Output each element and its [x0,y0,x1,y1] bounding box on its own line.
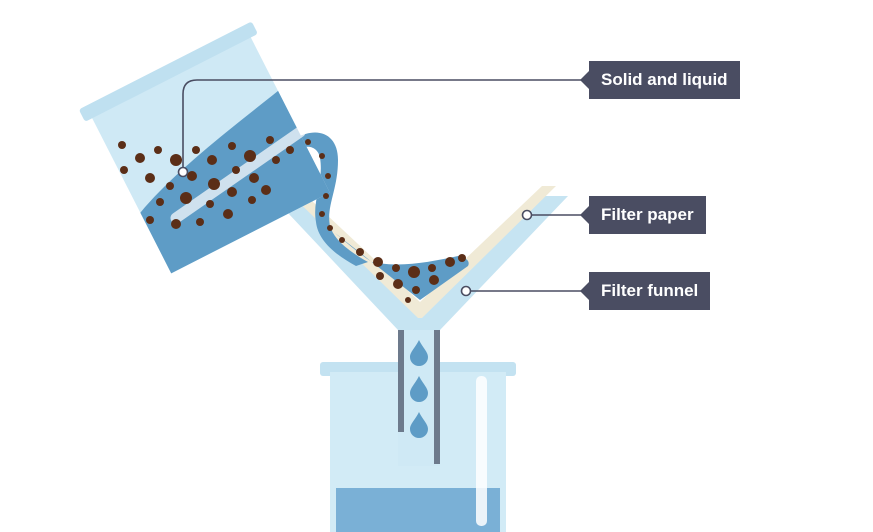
solid-particle [146,216,154,224]
solid-particle [170,154,182,166]
solid-particle [223,209,233,219]
solid-particle [429,275,439,285]
solid-particle [228,142,236,150]
solid-particle [327,225,333,231]
solid-particle [393,279,403,289]
solid-particle [408,266,420,278]
leader-lines [182,79,590,292]
solid-particle [187,171,197,181]
solid-particle [458,254,466,262]
drop [410,376,428,402]
drop [410,340,428,366]
solid-particle [286,146,294,154]
funnel-cone [272,196,568,330]
funnel-stem-right-edge [434,330,440,464]
solid-particle [261,185,271,195]
leader-line-solid-and-liquid [182,79,590,172]
solid-particle [232,166,240,174]
solid-particle [428,264,436,272]
solid-particle [118,141,126,149]
solid-particle [249,173,259,183]
solid-particle [325,173,331,179]
solid-particle [227,187,237,197]
solid-particle [244,150,256,162]
pouring-beaker-rim [79,22,257,121]
solid-particle [206,200,214,208]
solid-particle [323,193,329,199]
solid-particle [339,237,345,243]
solid-particle [171,219,181,229]
solid-particle [248,196,256,204]
solid-particle [166,182,174,190]
label-filter-funnel: Filter funnel [579,272,711,310]
solid-particle [154,146,162,154]
solid-particle [376,272,384,280]
marker-filter-paper [521,209,533,221]
solid-particle [207,155,217,165]
solid-particle [373,257,383,267]
solid-particle [356,248,364,256]
label-filter-paper: Filter paper [580,196,706,234]
solid-particle [192,146,200,154]
solid-particle [156,198,164,206]
solid-particle [145,173,155,183]
solid-particle [266,136,274,144]
pouring-beaker [79,22,330,274]
solid-particle [180,192,192,204]
solid-particle [445,257,455,267]
solid-particle [135,153,145,163]
drop [410,412,428,438]
funnel-stem-left-edge [398,330,404,432]
filtrate-drops [410,340,428,438]
solid-particle [196,218,204,226]
marker-filter-funnel [460,285,472,297]
solid-particles [118,136,466,303]
solid-particle [272,156,280,164]
solid-particle [319,153,325,159]
solid-particle [412,286,420,294]
filtrate-liquid [336,488,500,532]
label-solid-and-liquid: Solid and liquid [580,61,740,99]
stirring-rod [170,126,306,224]
solid-particle [120,166,128,174]
marker-solid-and-liquid [177,166,189,178]
solid-particle [392,264,400,272]
beaker-highlight [476,376,487,526]
solid-particle [405,297,411,303]
solid-particle [319,211,325,217]
solid-particle [208,178,220,190]
solid-particle [305,139,311,145]
